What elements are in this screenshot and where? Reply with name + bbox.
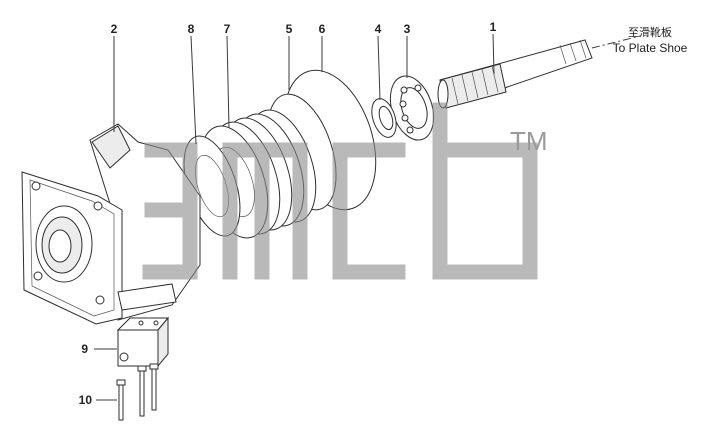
part-9-valve-block xyxy=(116,316,170,368)
callout-7: 7 xyxy=(224,22,231,36)
callout-labels: 2 8 7 5 6 4 3 1 9 10 xyxy=(79,20,497,407)
part-4-ring xyxy=(371,98,397,138)
callout-10: 10 xyxy=(79,393,93,407)
callout-8: 8 xyxy=(188,22,195,36)
trademark-symbol: TM xyxy=(510,126,548,156)
callout-9: 9 xyxy=(81,342,88,356)
callout-3: 3 xyxy=(404,22,411,36)
watermark-logo: TM xyxy=(142,102,548,280)
callout-5: 5 xyxy=(286,22,293,36)
leader-lines xyxy=(94,33,495,401)
note-english: To Plate Shoe xyxy=(613,41,688,55)
note-chinese: 至滑靴板 xyxy=(628,25,672,39)
callout-6: 6 xyxy=(319,22,326,36)
part-1-splined-shaft xyxy=(437,35,641,109)
direction-note: 至滑靴板 To Plate Shoe xyxy=(613,25,688,55)
callout-1: 1 xyxy=(490,20,497,34)
part-10-bolts xyxy=(116,363,159,421)
callout-4: 4 xyxy=(375,22,382,36)
callout-2: 2 xyxy=(111,22,118,36)
part-3-bearing xyxy=(389,75,435,141)
